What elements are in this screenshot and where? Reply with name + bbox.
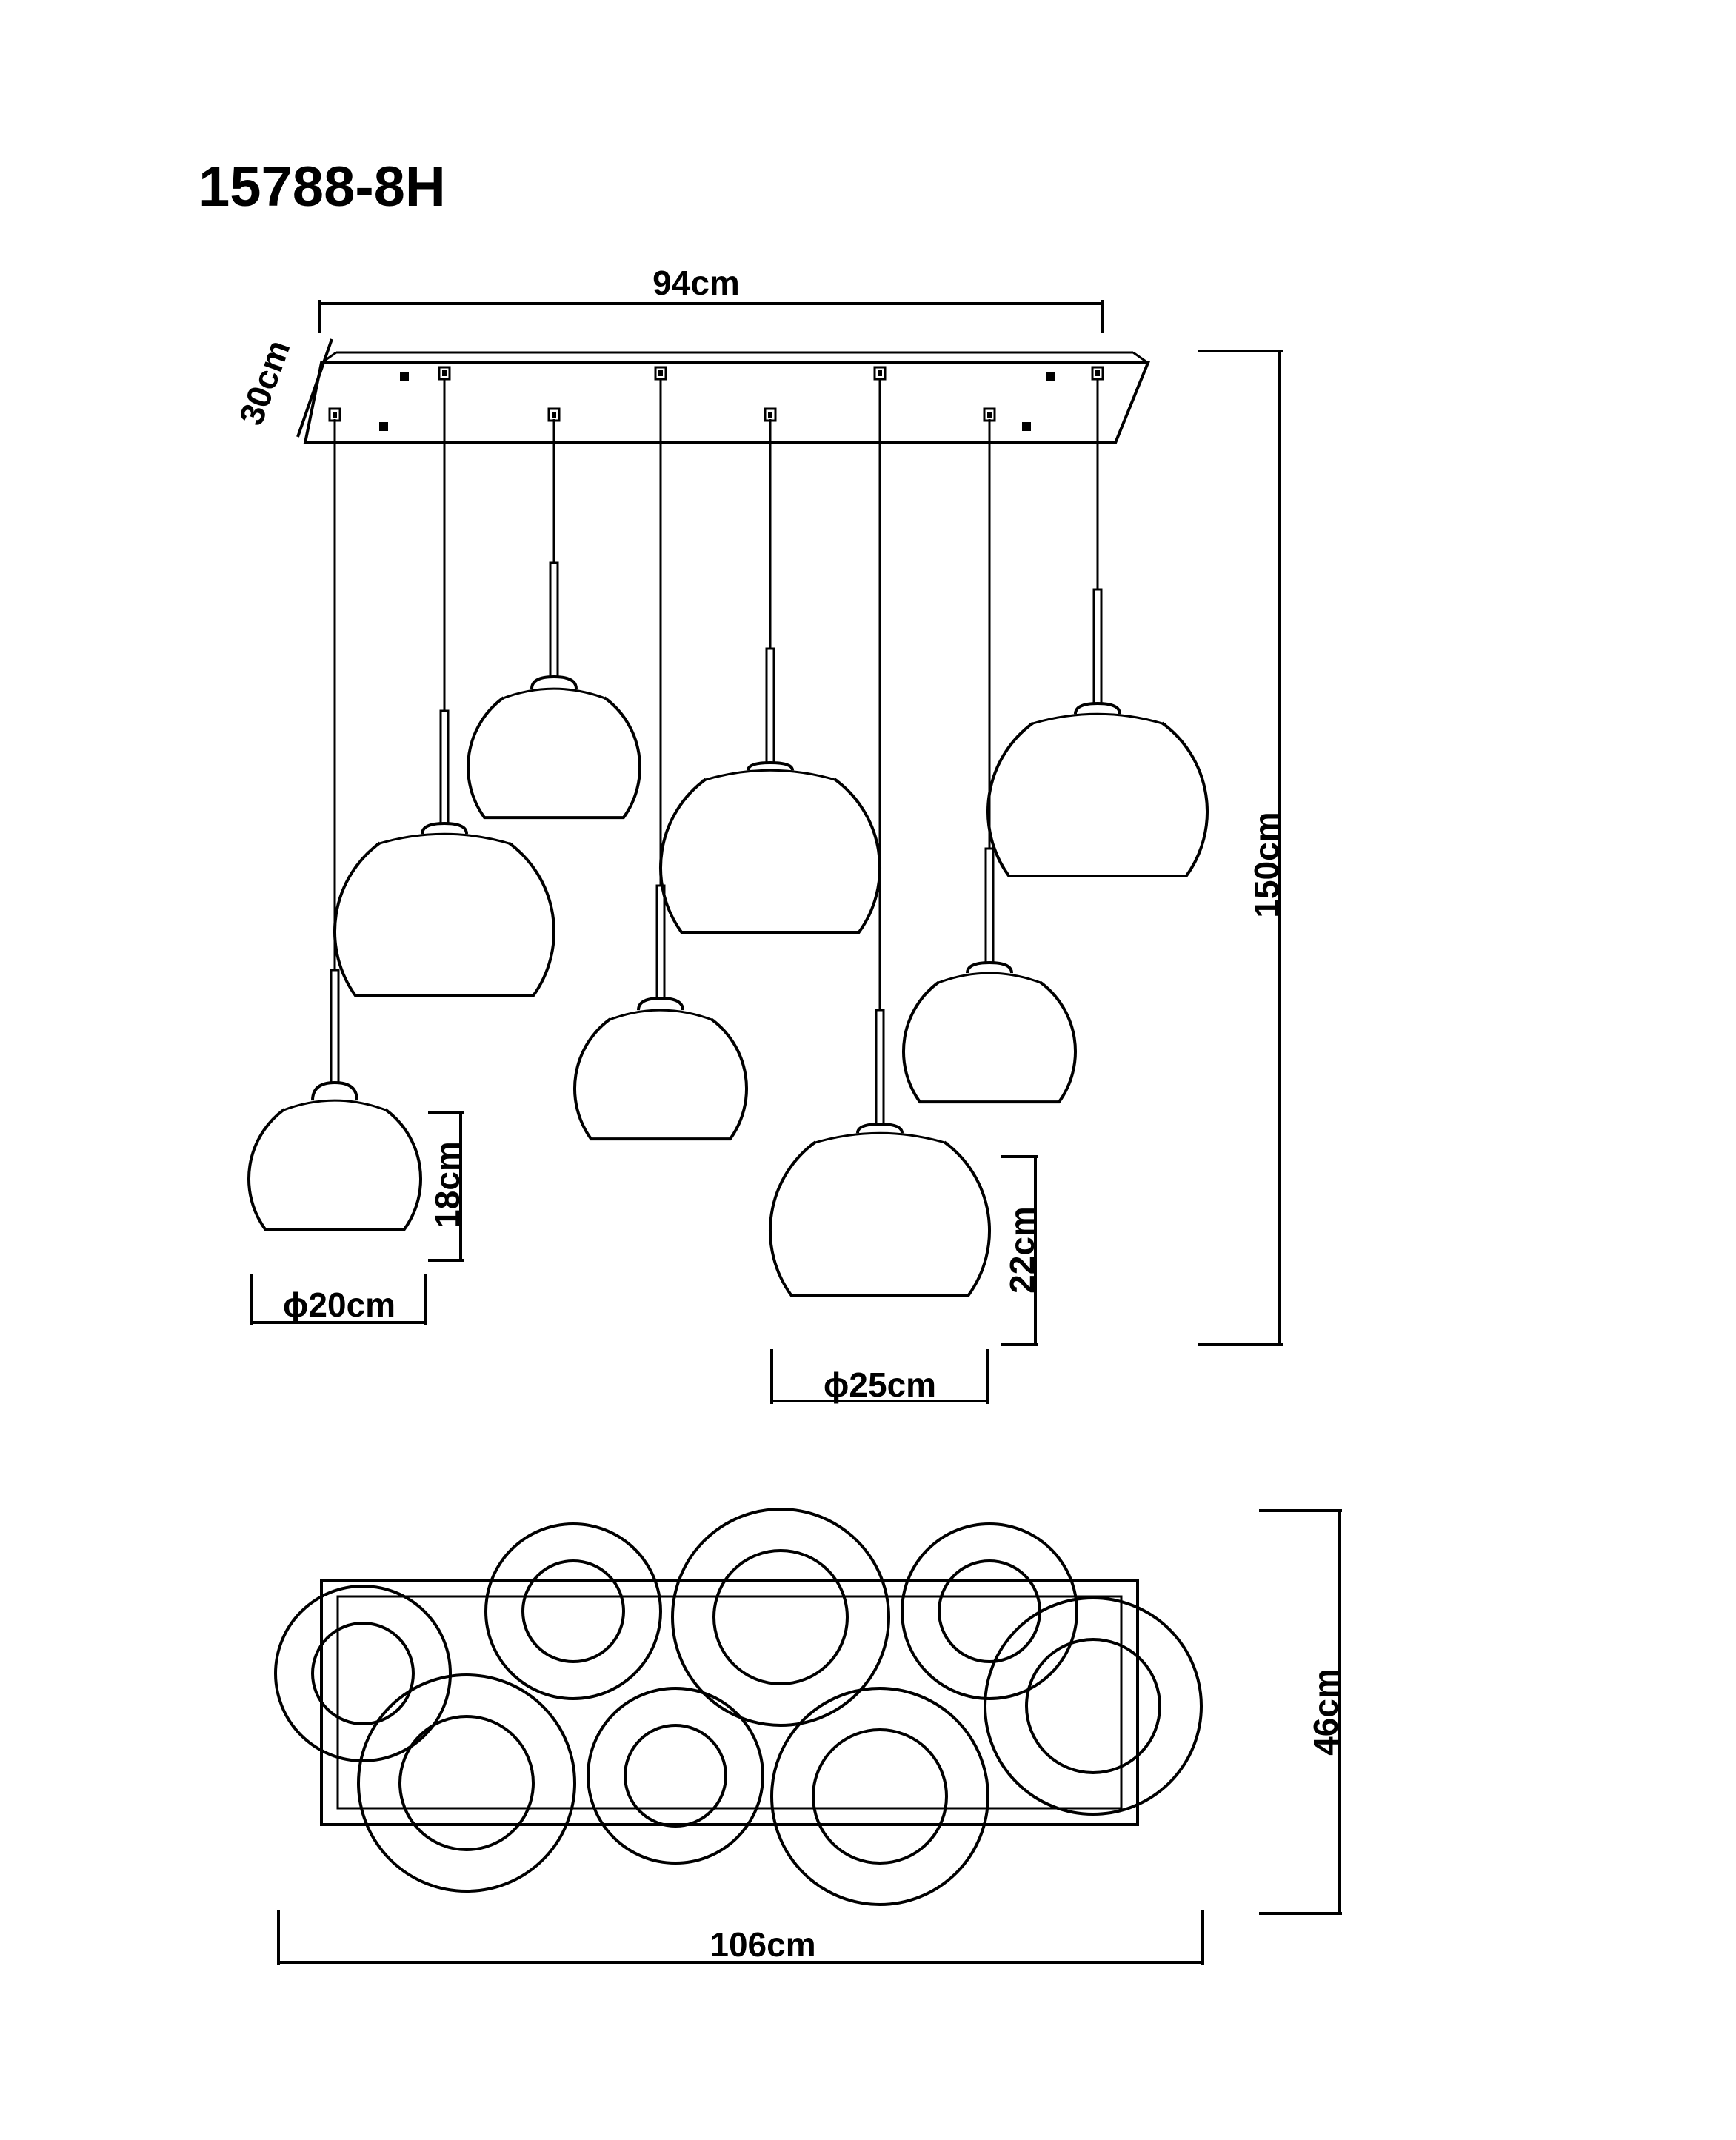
pendant-cap-rim bbox=[701, 769, 839, 782]
pendant-cap bbox=[966, 960, 1013, 974]
pendant-hook-dot bbox=[987, 412, 992, 418]
pendant-2 bbox=[333, 366, 555, 997]
small-shade-diameter-label: ϕ20cm bbox=[283, 1285, 395, 1324]
overall-height-dimension: 150cm bbox=[1198, 350, 1286, 1346]
pendant-4 bbox=[573, 366, 748, 1141]
pendant-cap bbox=[856, 1122, 904, 1134]
top-shade-outer bbox=[770, 1687, 989, 1906]
pendant-rod bbox=[330, 969, 340, 1084]
top-shade-outer bbox=[671, 1508, 890, 1727]
top-shade-outer bbox=[901, 1522, 1078, 1700]
top-shade-outer bbox=[984, 1596, 1203, 1816]
pendant-rod bbox=[439, 709, 450, 825]
canopy-plate bbox=[303, 351, 1150, 444]
pendant-hook-dot bbox=[552, 412, 556, 418]
pendant-cap-rim bbox=[607, 1009, 715, 1022]
pendant-cap-rim bbox=[281, 1099, 389, 1112]
top-shade-8 bbox=[984, 1596, 1203, 1816]
pendant-3 bbox=[467, 407, 641, 820]
small-shade-height-label: 18cm bbox=[428, 1141, 467, 1228]
pendant-shade bbox=[769, 1140, 991, 1297]
pendant-cap bbox=[1074, 701, 1121, 715]
pendant-7 bbox=[902, 407, 1077, 1104]
pendant-hook-dot bbox=[878, 370, 882, 376]
top-shade-inner bbox=[624, 1724, 727, 1828]
pendant-shade bbox=[986, 721, 1209, 877]
pendant-rod bbox=[655, 884, 666, 1000]
top-shade-outer bbox=[274, 1585, 452, 1762]
top-shade-outer bbox=[357, 1673, 576, 1893]
large-shade-diameter-dimension: ϕ25cm bbox=[770, 1349, 989, 1404]
pendant-rod bbox=[984, 847, 995, 964]
pendant-cap-rim bbox=[1029, 712, 1166, 726]
pendant-cap bbox=[637, 996, 684, 1011]
pendant-shade bbox=[247, 1108, 422, 1231]
pendant-cap-rim bbox=[935, 972, 1044, 985]
overall-height-label: 150cm bbox=[1247, 812, 1286, 917]
top-shade-4 bbox=[587, 1687, 764, 1865]
pendant-rod bbox=[549, 561, 559, 678]
top-shade-inner bbox=[1025, 1638, 1161, 1774]
large-shade-height-label: 22cm bbox=[1003, 1206, 1041, 1294]
top-shade-inner bbox=[311, 1622, 415, 1725]
top-view-width-dimension: 106cm bbox=[277, 1910, 1204, 1965]
top-shade-inner bbox=[398, 1715, 535, 1851]
top-shade-1 bbox=[274, 1585, 452, 1762]
pendant-shade bbox=[659, 778, 881, 934]
pendant-cap-rim bbox=[811, 1131, 949, 1145]
pendant-cap bbox=[747, 760, 794, 771]
top-shade-inner bbox=[938, 1559, 1041, 1663]
large-shade-diameter-label: ϕ25cm bbox=[824, 1365, 936, 1404]
top-view-width-label: 106cm bbox=[710, 1925, 815, 1964]
pendant-hook-dot bbox=[333, 412, 337, 418]
pendant-cap-rim bbox=[500, 687, 608, 700]
pendant-6 bbox=[769, 366, 991, 1297]
canopy-length-dimension: 94cm bbox=[318, 264, 1104, 333]
pendant-shade bbox=[902, 980, 1077, 1104]
canopy-depth-label: 30cm bbox=[231, 335, 297, 429]
pendant-shade bbox=[467, 696, 641, 820]
pendant-cap bbox=[530, 675, 578, 689]
top-shade-inner bbox=[712, 1549, 849, 1685]
top-view-depth-label: 46cm bbox=[1306, 1668, 1345, 1756]
pendant-shade bbox=[333, 841, 555, 997]
pendant-rod bbox=[765, 647, 775, 764]
top-view-shades bbox=[274, 1508, 1203, 1906]
pendant-8 bbox=[986, 366, 1209, 877]
pendant-rod bbox=[1092, 588, 1103, 705]
top-shade-2 bbox=[357, 1673, 576, 1893]
small-shade-diameter-dimension: ϕ20cm bbox=[250, 1274, 427, 1325]
pendant-hook-dot bbox=[658, 370, 663, 376]
top-shade-5 bbox=[671, 1508, 890, 1727]
top-shade-outer bbox=[484, 1522, 662, 1700]
small-shade-height-dimension: 18cm bbox=[428, 1111, 467, 1262]
pendant-shade bbox=[573, 1017, 748, 1141]
pendant-hook-dot bbox=[1095, 370, 1100, 376]
pendant-rod bbox=[875, 1009, 885, 1126]
pendant-hook-dot bbox=[768, 412, 772, 418]
top-shade-outer bbox=[587, 1687, 764, 1865]
pendant-group bbox=[247, 366, 1209, 1297]
model-code-title: 15788-8H bbox=[198, 156, 446, 218]
top-shade-inner bbox=[812, 1728, 948, 1865]
pendant-1 bbox=[247, 407, 422, 1231]
large-shade-height-dimension: 22cm bbox=[1001, 1155, 1041, 1346]
canopy-length-label: 94cm bbox=[652, 264, 740, 302]
pendant-cap bbox=[311, 1080, 358, 1101]
pendant-hook-dot bbox=[442, 370, 447, 376]
top-shade-inner bbox=[521, 1559, 625, 1663]
top-view bbox=[274, 1508, 1203, 1906]
pendant-cap-rim bbox=[375, 832, 513, 846]
top-shade-3 bbox=[484, 1522, 662, 1700]
top-view-depth-dimension: 46cm bbox=[1259, 1509, 1345, 1915]
top-shade-6 bbox=[770, 1687, 989, 1906]
pendant-cap bbox=[421, 821, 468, 835]
pendant-5 bbox=[659, 407, 881, 934]
